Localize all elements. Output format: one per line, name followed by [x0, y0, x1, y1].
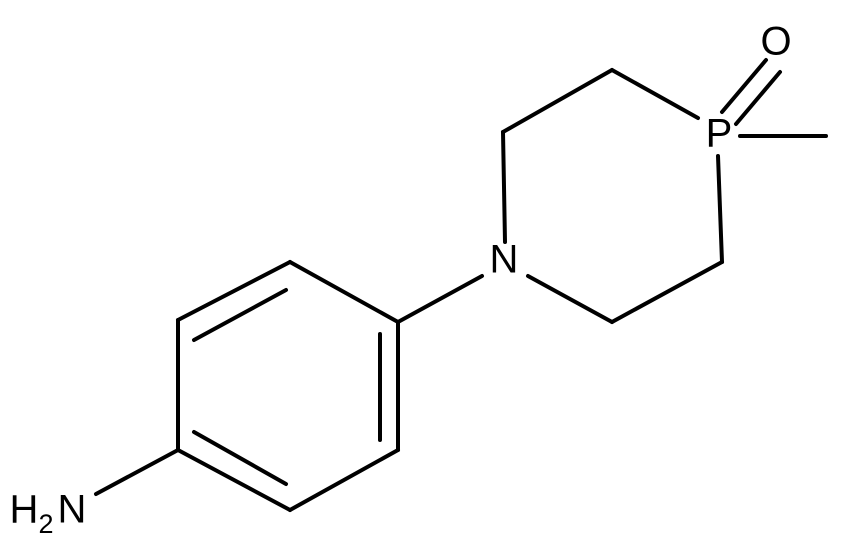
ring-bond-bottom-left [176, 448, 292, 512]
ring-bond-bottom-right [288, 448, 400, 512]
n-ch2-upper-bond [501, 130, 507, 244]
aryl-n-bond [396, 274, 484, 324]
ring-bond-top-right [288, 260, 400, 324]
ring-bond-bottom-left-inner [192, 430, 288, 486]
p-o-double-bond-a [720, 58, 768, 114]
amine-subscript-label: 2 [38, 509, 53, 539]
ch2-n-lower-bond [526, 274, 614, 324]
p-o-double-bond-b [734, 70, 782, 126]
ring-bond-top-left-inner [192, 288, 288, 342]
p-ch2-lower-bond [716, 154, 724, 264]
oxygen-label: O [760, 20, 791, 64]
ch2-p-upper-bond [610, 68, 700, 120]
ch2-ch2-lower-bond [610, 260, 724, 324]
amine-n-label: N [58, 488, 87, 532]
phosphorus-label: P [706, 112, 733, 156]
nitrogen-label: N [490, 238, 519, 282]
ring-bond-top-left [176, 260, 292, 322]
amine-bond [94, 448, 180, 496]
ch2-ch2-upper-bond [501, 68, 614, 134]
amine-h-label: H [10, 488, 39, 532]
